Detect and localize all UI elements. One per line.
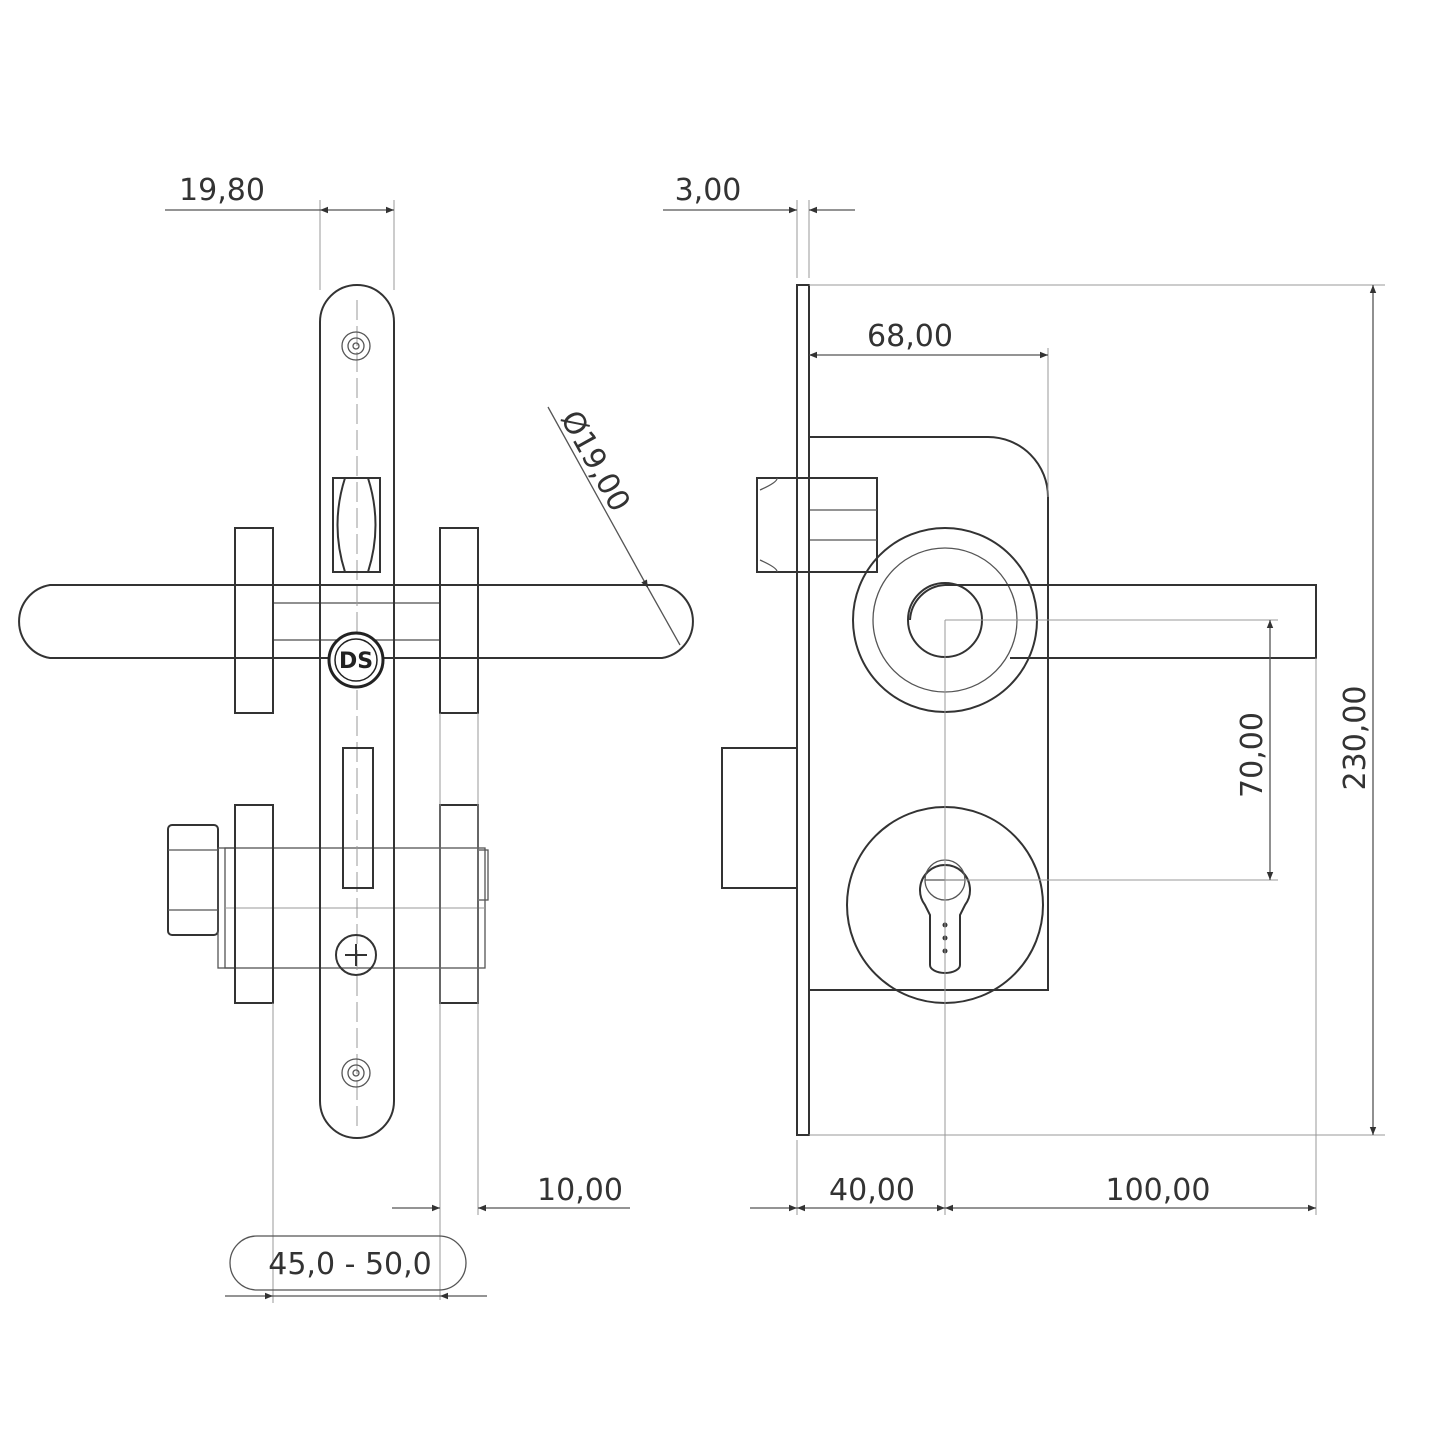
cylinder-rose-inner bbox=[234, 804, 274, 1004]
handle-rose-inner bbox=[234, 527, 274, 714]
dimension-handle-length: 100,00 bbox=[945, 1173, 1316, 1212]
cylinder-rose-outer bbox=[439, 804, 479, 1004]
lever-handle bbox=[18, 584, 694, 659]
svg-text:230,00: 230,00 bbox=[1338, 686, 1373, 791]
dimension-faceplate-height: 230,00 bbox=[809, 284, 1385, 1136]
brand-logo: DS bbox=[327, 631, 385, 689]
faceplate-front bbox=[319, 284, 395, 1139]
svg-text:DS: DS bbox=[339, 649, 373, 674]
svg-text:45,0 - 50,0: 45,0 - 50,0 bbox=[268, 1247, 432, 1282]
thumbturn bbox=[167, 824, 219, 936]
svg-text:68,00: 68,00 bbox=[867, 319, 953, 354]
right-view: 3,00 68,00 230,00 70,00 40,00 bbox=[663, 173, 1385, 1215]
dimension-case-depth: 68,00 bbox=[809, 319, 1049, 497]
lock-case bbox=[809, 436, 1049, 991]
deadbolt-slot bbox=[342, 747, 374, 889]
svg-text:Ø19,00: Ø19,00 bbox=[553, 405, 637, 518]
svg-text:100,00: 100,00 bbox=[1106, 1173, 1211, 1208]
faceplate-side bbox=[796, 284, 810, 1136]
latch-bolt bbox=[332, 477, 381, 573]
latch-side bbox=[756, 477, 878, 573]
svg-text:70,00: 70,00 bbox=[1235, 712, 1270, 798]
dimension-faceplate-thickness: 3,00 bbox=[663, 173, 855, 278]
handle-rose-outer bbox=[439, 527, 479, 714]
svg-text:10,00: 10,00 bbox=[537, 1173, 623, 1208]
dimension-faceplate-width: 19,80 bbox=[165, 173, 395, 290]
screw-icon bbox=[341, 1058, 371, 1088]
phillips-screw-icon bbox=[335, 934, 377, 976]
left-view: DS 19,80 Ø19,00 10,00 bbox=[18, 173, 694, 1303]
dimension-rose-thickness: 10,00 bbox=[392, 713, 630, 1300]
svg-text:40,00: 40,00 bbox=[829, 1173, 915, 1208]
euro-cylinder-icon bbox=[919, 864, 971, 974]
dimension-center-distance: 70,00 bbox=[1235, 620, 1274, 880]
svg-text:3,00: 3,00 bbox=[675, 173, 742, 208]
dimension-backset: 40,00 bbox=[750, 658, 1317, 1215]
lever-front bbox=[945, 584, 1317, 659]
svg-text:19,80: 19,80 bbox=[179, 173, 265, 208]
dimension-door-thickness: 45,0 - 50,0 bbox=[225, 1003, 487, 1303]
dimension-handle-diameter: Ø19,00 bbox=[547, 405, 681, 646]
screw-icon bbox=[341, 331, 371, 361]
deadbolt-side bbox=[721, 747, 798, 889]
